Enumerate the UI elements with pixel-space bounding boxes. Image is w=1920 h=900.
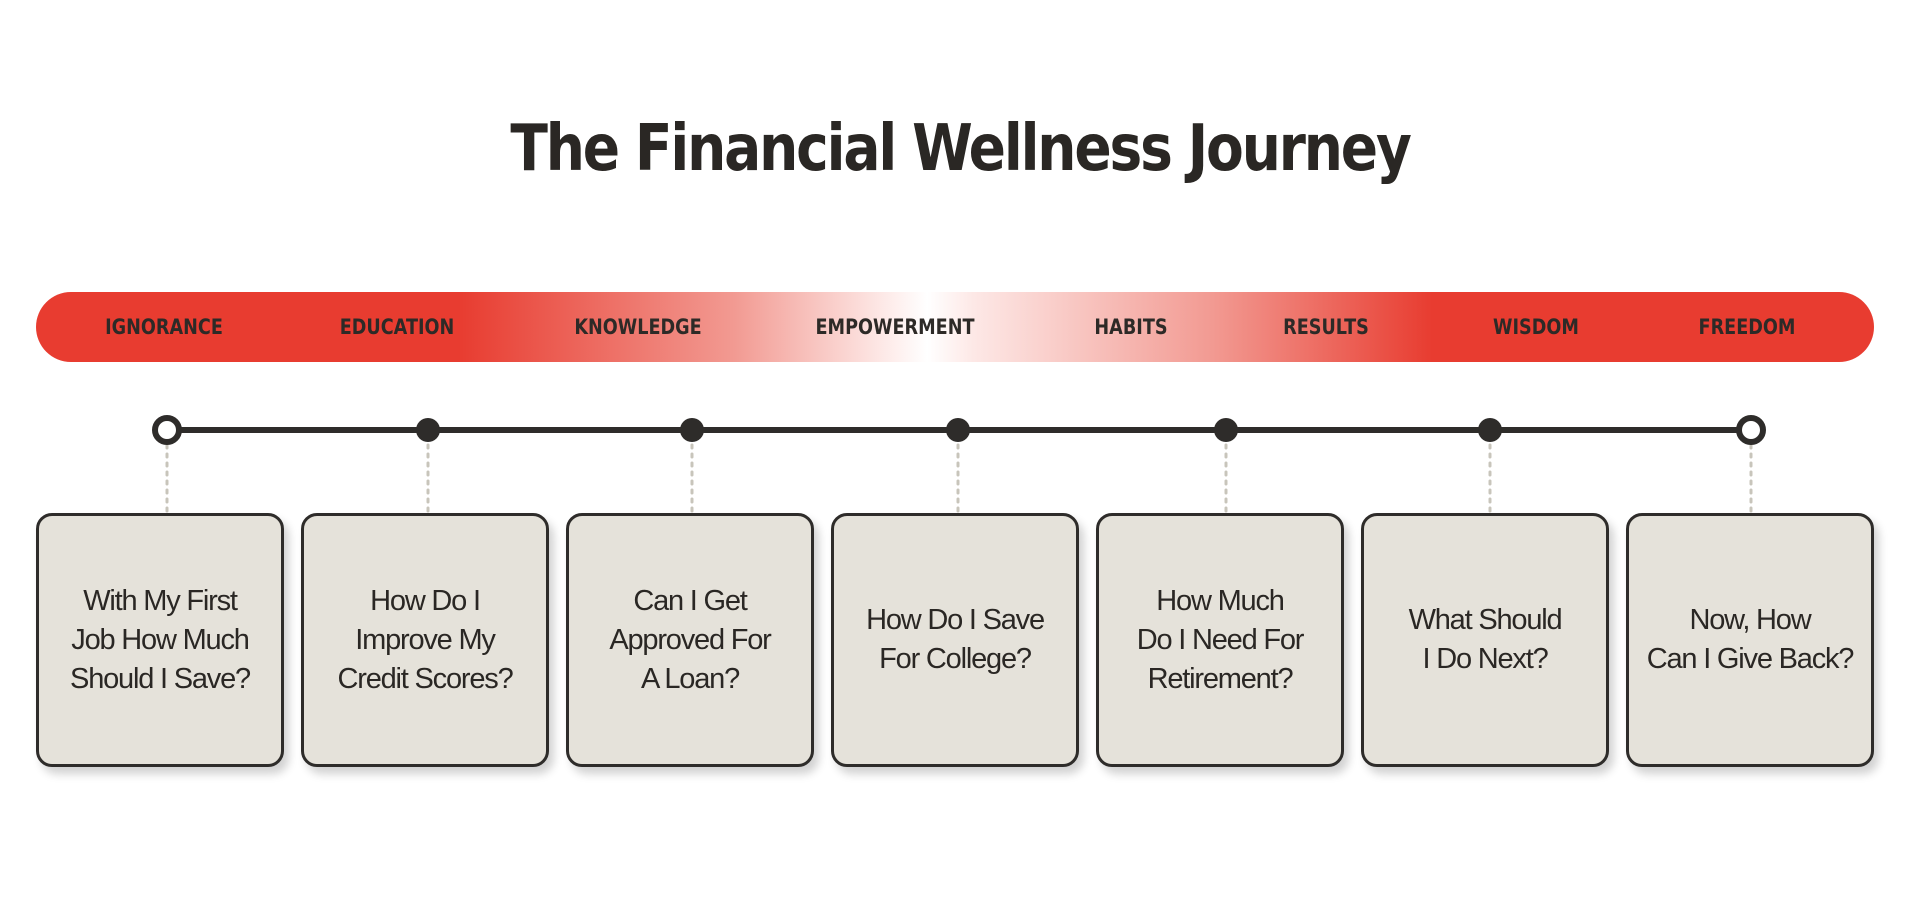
question-card-2: How Do I Improve My Credit Scores? (301, 513, 549, 767)
question-card-1: With My First Job How Much Should I Save… (36, 513, 284, 767)
timeline-node-6 (1478, 418, 1502, 442)
timeline-node-4 (946, 418, 970, 442)
question-text: Can I Get Approved For A Loan? (609, 584, 772, 695)
timeline-start-node (152, 415, 182, 445)
connector-lines (165, 443, 1753, 513)
question-text: How Much Do I Need For Retirement? (1136, 584, 1305, 695)
stage-label-empowerment: EMPOWERMENT (815, 315, 975, 339)
stage-label-ignorance: IGNORANCE (105, 315, 223, 339)
stage-label-wisdom: WISDOM (1493, 315, 1579, 339)
stage-label-freedom: FREEDOM (1698, 315, 1796, 339)
timeline-end-node (1736, 415, 1766, 445)
question-card-7: Now, How Can I Give Back? (1626, 513, 1874, 767)
question-card-3: Can I Get Approved For A Loan? (566, 513, 814, 767)
question-text: Now, How Can I Give Back? (1646, 604, 1855, 675)
question-text: How Do I Improve My Credit Scores? (337, 584, 514, 695)
question-text: How Do I Save For College? (866, 604, 1045, 675)
stage-label-education: EDUCATION (339, 315, 455, 339)
question-card-6: What Should I Do Next? (1361, 513, 1609, 767)
timeline-node-3 (680, 418, 704, 442)
question-text: With My First Job How Much Should I Save… (70, 584, 251, 695)
question-card-4: How Do I Save For College? (831, 513, 1079, 767)
stage-label-habits: HABITS (1094, 315, 1168, 339)
page-title: The Financial Wellness Journey (510, 112, 1412, 186)
question-card-5: How Much Do I Need For Retirement? (1096, 513, 1344, 767)
question-text: What Should I Do Next? (1408, 604, 1563, 675)
stage-label-knowledge: KNOWLEDGE (574, 315, 702, 339)
timeline-node-5 (1214, 418, 1238, 442)
journey-stage-band (36, 292, 1874, 362)
timeline-node-2 (416, 418, 440, 442)
stage-label-results: RESULTS (1283, 315, 1369, 339)
